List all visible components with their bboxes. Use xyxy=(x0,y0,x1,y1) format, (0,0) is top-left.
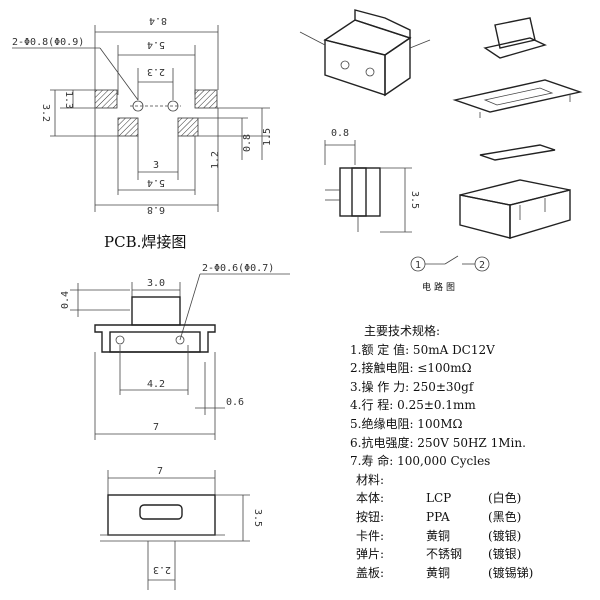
material-row-button: 按钮: PPA (黑色) xyxy=(350,508,590,527)
spec-contact-resistance: 2.接触电阻: ≤100mΩ xyxy=(350,361,472,376)
material-finish: (黑色) xyxy=(488,509,522,524)
material-name: 不锈钢 xyxy=(426,547,463,562)
material-name: PPA xyxy=(426,509,450,524)
dim-outer-width: 8.4 xyxy=(149,15,167,26)
material-finish: (镀银) xyxy=(488,547,522,562)
material-row-spring: 弹片: 不锈钢 (镀银) xyxy=(350,545,590,564)
pcb-layout-drawing: 8.4 5.4 2.3 2-Φ0.8(Φ0.9) 3.2 1.3 xyxy=(12,15,273,215)
dim-actuator-height: 0.4 xyxy=(60,291,71,309)
material-name: LCP xyxy=(426,491,452,506)
spec-travel: 4.行 程: 0.25±0.1mm xyxy=(350,398,476,413)
exploded-cover-plate xyxy=(452,79,583,118)
material-part: 弹片: xyxy=(356,547,385,562)
dim-bottom-inner: 5.4 xyxy=(147,177,165,188)
dim-bottom-height: 3.5 xyxy=(252,509,263,527)
dim-peg-spacing: 4.2 xyxy=(147,379,165,390)
spec-title: 主要技术规格: xyxy=(364,324,441,338)
material-finish: (镀锡锑) xyxy=(488,565,534,580)
spec-life: 7.寿 命: 100,000 Cycles xyxy=(350,454,491,469)
circuit-diagram: 1 2 xyxy=(410,255,490,272)
dim-bottom-outer: 6.8 xyxy=(147,204,165,215)
material-part: 本体: xyxy=(356,491,385,506)
spec-dielectric-strength: 6.抗电强度: 250V 50HZ 1Min. xyxy=(350,435,526,450)
circuit-pin-1: 1 xyxy=(415,260,421,271)
dim-left-inner: 1.3 xyxy=(63,91,74,109)
dim-inner-width: 5.4 xyxy=(147,39,165,50)
pcb-caption: PCB.焊接图 xyxy=(104,233,187,251)
material-row-body: 本体: LCP (白色) xyxy=(350,489,590,508)
side-hole-callout: 2-Φ0.6(Φ0.7) xyxy=(202,263,274,274)
dim-actuator-width: 3.0 xyxy=(147,278,165,289)
dim-left-height: 3.2 xyxy=(40,104,51,122)
material-finish: (镀银) xyxy=(488,528,522,543)
side-view-drawing: 3.0 2-Φ0.6(Φ0.7) 0.4 4.2 0.6 7 xyxy=(60,263,290,440)
specifications-panel: 主要技术规格: 1.额 定 值: 50mA DC12V 2.接触电阻: ≤100… xyxy=(350,322,590,582)
material-name: 黄铜 xyxy=(426,565,451,580)
materials-title: 材料: xyxy=(356,472,385,487)
material-part: 按钮: xyxy=(356,509,385,524)
isometric-switch-drawing xyxy=(299,9,431,97)
circuit-label: 电路图 xyxy=(422,283,459,293)
exploded-base xyxy=(459,179,571,239)
material-part: 卡件: xyxy=(356,528,385,543)
material-row-cover: 盖板: 黄铜 (镀锡锑) xyxy=(350,564,590,583)
dim-lower-pad: 1.2 xyxy=(210,151,221,169)
material-row-clip: 卡件: 黄铜 (镀银) xyxy=(350,527,590,546)
bottom-view-drawing: 7 3.5 2.3 xyxy=(100,466,263,590)
dim-side-body-width: 7 xyxy=(153,422,159,433)
material-finish: (白色) xyxy=(488,491,522,506)
pcb-hole-callout: 2-Φ0.8(Φ0.9) xyxy=(12,37,84,48)
dim-right-pad: 0.8 xyxy=(242,134,253,152)
dim-profile-height: 3.5 xyxy=(409,191,420,209)
dim-profile-top: 0.8 xyxy=(331,128,349,139)
circuit-pin-2: 2 xyxy=(479,260,485,271)
material-name: 黄铜 xyxy=(426,528,451,543)
spec-insulation-resistance: 5.绝缘电阻: 100MΩ xyxy=(350,416,463,431)
dim-pin-width: 0.6 xyxy=(226,397,244,408)
dim-hole-spacing: 2.3 xyxy=(147,66,165,77)
material-part: 盖板: xyxy=(356,565,385,580)
dim-bottom-body-width: 7 xyxy=(157,466,163,477)
profile-view-drawing: 0.8 3.5 xyxy=(324,128,420,233)
spec-operating-force: 3.操 作 力: 250±30gf xyxy=(350,379,474,394)
exploded-spring xyxy=(479,144,556,161)
spec-rated-value: 1.额 定 值: 50mA DC12V xyxy=(350,342,495,357)
dim-lower-spacing: 3 xyxy=(153,160,159,171)
dim-right-height: 1.5 xyxy=(262,128,273,146)
exploded-actuator xyxy=(483,17,547,59)
dim-bottom-peg-spacing: 2.3 xyxy=(153,564,171,575)
